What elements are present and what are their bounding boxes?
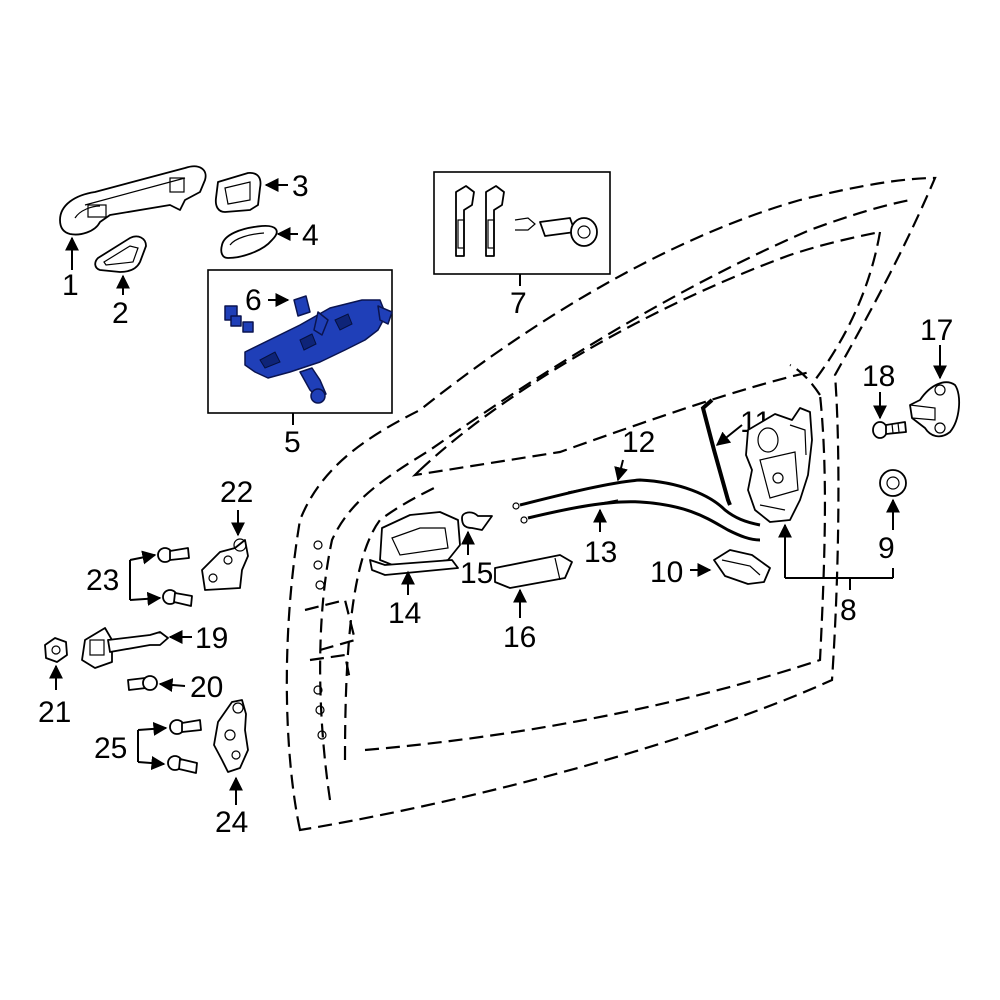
lower-hinge-bolts[interactable] [167,719,202,774]
handle-bezel[interactable] [494,554,573,589]
callout-16: 16 [503,621,536,654]
callout-23: 23 [86,564,119,597]
grommet[interactable] [879,469,907,497]
callout-7: 7 [510,287,527,320]
callout-3: 3 [292,170,309,203]
callout-10: 10 [650,556,683,589]
lower-hinge[interactable] [213,699,249,773]
door-rivet-holes [304,540,357,740]
callout-5: 5 [284,426,301,459]
door-check[interactable] [81,627,169,669]
check-nut[interactable] [44,637,68,663]
callout-18: 18 [862,360,895,393]
callout-17: 17 [920,314,953,347]
callout-2: 2 [112,297,129,330]
outside-door-handle[interactable] [59,165,207,236]
handle-front-pad[interactable] [220,225,278,259]
callout-19: 19 [195,622,228,655]
callout-12: 12 [622,426,655,459]
door-outline [285,176,937,832]
callout-14: 14 [388,597,421,630]
handle-reinforcement-frame[interactable] [244,295,393,404]
handle-rear-cover[interactable] [214,172,262,213]
door-lock-actuator[interactable] [745,407,813,523]
upper-hinge[interactable] [201,538,249,591]
callout-6: 6 [245,284,262,317]
inside-handle-cable[interactable] [520,499,761,542]
lock-cable[interactable] [512,478,761,527]
inside-door-handle[interactable] [369,511,461,576]
callout-24: 24 [215,806,248,839]
door-striker[interactable] [909,381,961,438]
part-5-box [207,269,393,414]
lock-bracket[interactable] [713,549,771,585]
callout-25: 25 [94,732,127,765]
check-bolt[interactable] [127,675,158,691]
handle-pad[interactable] [94,235,147,273]
part-7-box [433,171,611,275]
lock-rod[interactable] [700,398,732,506]
callout-13: 13 [584,536,617,569]
striker-screw[interactable] [872,421,907,439]
handle-clip[interactable] [461,511,493,531]
callout-22: 22 [220,476,253,509]
lock-cylinder-set[interactable] [455,185,598,257]
callout-9: 9 [878,532,895,565]
upper-hinge-bolts[interactable] [157,547,193,607]
callout-21: 21 [38,696,71,729]
callout-1: 1 [62,269,79,302]
callout-8: 8 [840,594,857,627]
clips[interactable] [224,305,254,333]
callout-15: 15 [460,557,493,590]
callout-4: 4 [302,219,319,252]
callout-20: 20 [190,671,223,704]
